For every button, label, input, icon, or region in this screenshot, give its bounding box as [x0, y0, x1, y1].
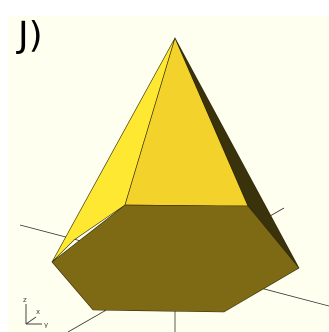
pyramid-base — [51, 204, 300, 313]
axis-indicator-y-label: y — [44, 321, 48, 328]
3d-scene — [19, 37, 329, 332]
axis-indicator-icon: z x y — [23, 296, 48, 328]
panel-label: J) — [18, 16, 43, 56]
base-front-shade — [52, 205, 299, 312]
axis-indicator-z-label: z — [23, 296, 27, 304]
render-viewport[interactable]: J) z x y — [8, 16, 329, 332]
axis-indicator-x-label: x — [36, 308, 40, 316]
